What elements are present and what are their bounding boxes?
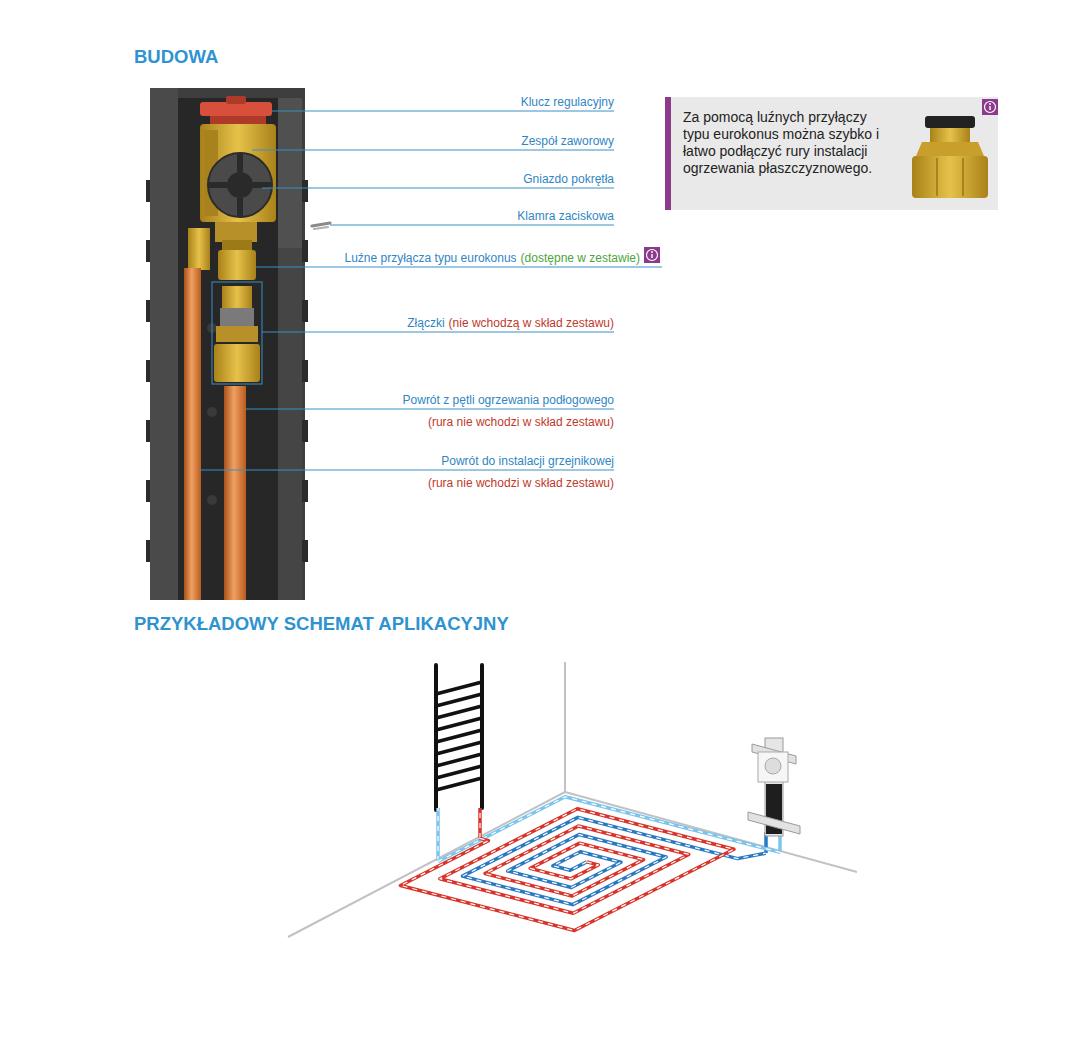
part-note: (rura nie wchodzi w skład zestawu) [428,415,614,429]
part-note: (rura nie wchodzi w skład zestawu) [428,476,614,490]
part-note: (dostępne w zestawie) [521,251,640,265]
info-text: Za pomocą luźnych przyłączy typu eurokon… [683,109,891,177]
label-row: Gniazdo pokrętła [523,172,614,186]
copper-pipe [224,386,246,600]
part-label: Luźne przyłącza typu eurokonus [345,251,517,265]
section-title: BUDOWA [134,46,218,68]
radiator [436,665,482,810]
label-row: Klucz regulacyjny [521,95,614,109]
label-row: Luźne przyłącza typu eurokonus (dostępne … [345,251,641,265]
part-label: Zespół zaworowy [521,134,614,148]
valve-parts [188,96,276,384]
room-walls [288,662,857,937]
label-row: PRZYKŁADOWY SCHEMAT APLIKACYJNY [134,613,509,635]
part-label: Złączki [407,316,444,330]
label-row: Klamra zaciskowa [517,209,614,223]
part-note: (nie wchodzą w skład zestawu) [449,316,614,330]
part-label: Powrót do instalacji grzejnikowej [441,454,614,468]
label-row: Powrót do instalacji grzejnikowej [441,454,614,468]
wall-box [748,738,800,836]
label-row: (rura nie wchodzi w skład zestawu) [428,415,614,429]
copper-pipe [184,268,201,600]
info-icon [644,247,660,263]
housing-cutaway [146,88,308,600]
section-title: PRZYKŁADOWY SCHEMAT APLIKACYJNY [134,613,509,634]
floor-heating-loop [392,796,781,939]
label-row: (rura nie wchodzi w skład zestawu) [428,476,614,490]
label-row: Zespół zaworowy [521,134,614,148]
part-label: Klamra zaciskowa [517,209,614,223]
part-label: Klucz regulacyjny [521,95,614,109]
info-box: Za pomocą luźnych przyłączy typu eurokon… [665,97,998,210]
part-label: Powrót z pętli ogrzewania podłogowego [403,393,614,407]
part-label: Gniazdo pokrętła [523,172,614,186]
leader-lines [200,111,662,470]
clamp-clip [312,223,330,229]
label-row: Złączki (nie wchodzą w skład zestawu) [407,316,614,330]
label-row: Powrót z pętli ogrzewania podłogowego [403,393,614,407]
